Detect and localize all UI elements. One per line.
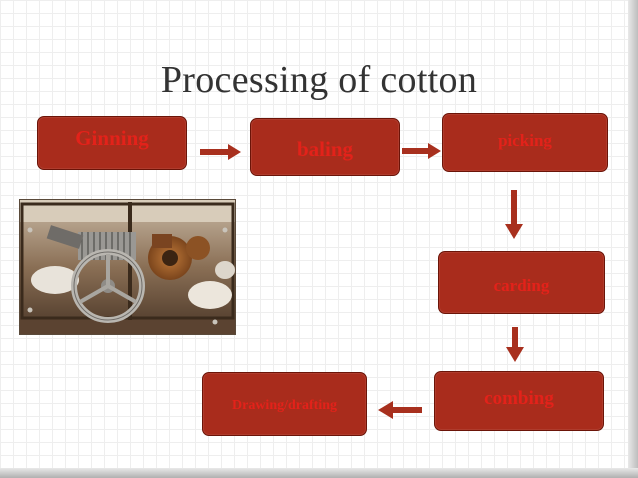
step-carding: carding [438,251,605,314]
step-picking: picking [442,113,608,172]
step-ginning-label: Ginning [75,125,149,150]
step-drawing-drafting: Drawing/drafting [202,372,367,436]
slide-edge-shadow [0,468,638,478]
step-combing: combing [434,371,604,431]
arrow-right-icon [402,143,441,159]
step-baling-label: baling [296,136,354,161]
step-baling: baling [250,118,400,176]
slide-edge-shadow [628,0,638,478]
arrow-left-icon [378,401,422,419]
step-drawing-drafting-label: Drawing/drafting [232,398,337,413]
arrow-down-icon [506,327,524,362]
cotton-gin-photo [19,199,236,335]
step-ginning: Ginning [37,116,187,170]
step-carding-label: carding [493,275,550,295]
arrow-down-icon [505,190,523,239]
step-combing-label: combing [484,388,554,409]
slide-title: Processing of cotton [160,59,478,101]
step-picking-label: picking [498,130,552,150]
arrow-right-icon [200,144,241,160]
